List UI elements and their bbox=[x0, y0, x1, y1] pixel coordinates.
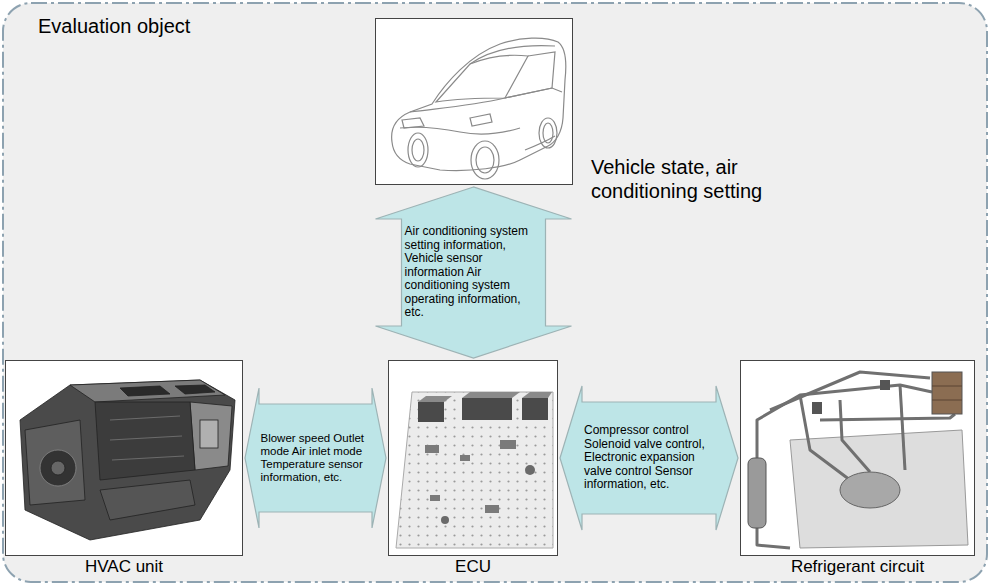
pcb-illustration bbox=[460, 455, 470, 461]
refrigerant-illustration bbox=[932, 386, 962, 387]
hvac-illustration bbox=[200, 420, 218, 448]
car-illustration bbox=[470, 114, 492, 126]
box-ground bbox=[5, 360, 243, 556]
pcb-illustration bbox=[485, 505, 499, 513]
pcb-illustration bbox=[522, 392, 552, 398]
refrigerant-illustration bbox=[790, 430, 968, 548]
pcb-illustration bbox=[425, 445, 439, 453]
refrigerant-illustration bbox=[932, 372, 962, 414]
refrigerant-illustration bbox=[757, 372, 955, 548]
pcb-illustration bbox=[430, 495, 440, 501]
ecu-box: ECU bbox=[388, 360, 558, 556]
refrigerant-box: Refrigerant circuit bbox=[740, 360, 975, 556]
box-ground bbox=[5, 18, 975, 556]
signal-list: Air conditioning system setting informat… bbox=[404, 225, 544, 320]
box-ground bbox=[375, 18, 573, 185]
refrigerant-illustration bbox=[932, 400, 962, 401]
pcb-illustration bbox=[525, 465, 535, 475]
frame-heading: Evaluation object bbox=[38, 14, 190, 38]
car-illustration bbox=[476, 147, 494, 173]
car-illustration bbox=[471, 141, 499, 179]
refrigerant-illustration bbox=[840, 400, 870, 472]
hvac-illustration bbox=[51, 461, 65, 475]
hvac-illustration bbox=[112, 456, 184, 460]
pcb-illustration bbox=[396, 392, 553, 548]
signal-list: Compressor control Solenoid valve contro… bbox=[583, 424, 715, 492]
pcb-illustration bbox=[418, 402, 444, 422]
double-block-arrow bbox=[245, 388, 386, 528]
hvac-illustration bbox=[95, 402, 195, 480]
refrigerant-illustration bbox=[900, 385, 905, 470]
car-illustration bbox=[505, 52, 555, 98]
hvac-illustration bbox=[70, 380, 225, 402]
car-illustration bbox=[402, 118, 424, 128]
pcb-illustration bbox=[441, 516, 449, 524]
double-block-arrow bbox=[560, 386, 738, 530]
pcb-illustration bbox=[462, 392, 520, 398]
hvac-illustration bbox=[110, 416, 180, 420]
box-ground bbox=[740, 360, 975, 556]
refrigerant-illustration bbox=[757, 385, 932, 458]
hvac-illustration bbox=[20, 380, 235, 540]
box-caption: Refrigerant circuit bbox=[741, 557, 974, 577]
box-caption: ECU bbox=[389, 557, 557, 577]
double-block-arrow bbox=[376, 187, 572, 358]
vehicle-caption: Vehicle state, air conditioning setting bbox=[591, 155, 841, 203]
pcb-illustration bbox=[522, 398, 548, 420]
vehicle-box: Vehicle state, air conditioning setting bbox=[375, 18, 573, 185]
hvac-illustration bbox=[100, 480, 195, 520]
refrigerant-illustration bbox=[770, 372, 930, 410]
car-illustration bbox=[505, 88, 562, 98]
pcb-illustration bbox=[396, 392, 553, 548]
car-illustration bbox=[525, 136, 555, 150]
hvac-illustration bbox=[25, 420, 85, 505]
pcb-illustration bbox=[462, 398, 512, 420]
box-ground bbox=[388, 360, 558, 556]
pcb-illustration bbox=[418, 396, 452, 402]
hvac-illustration bbox=[20, 380, 235, 540]
pcb-illustration bbox=[396, 392, 553, 548]
signal-list: Blower speed Outlet mode Air inlet mode … bbox=[260, 432, 372, 484]
frame-outline bbox=[3, 3, 987, 582]
pcb-illustration bbox=[500, 440, 516, 449]
refrigerant-illustration bbox=[840, 472, 900, 508]
box-caption: HVAC unit bbox=[6, 557, 242, 577]
refrigerant-illustration bbox=[880, 380, 890, 390]
car-illustration bbox=[392, 38, 566, 179]
car-illustration bbox=[410, 98, 505, 112]
hvac-illustration bbox=[175, 385, 215, 394]
refrigerant-illustration bbox=[812, 402, 822, 414]
hvac-box: HVAC unit bbox=[5, 360, 243, 556]
refrigerant-illustration bbox=[748, 458, 766, 528]
hvac-illustration bbox=[40, 450, 76, 486]
refrigerant-illustration bbox=[757, 528, 790, 548]
hvac-illustration bbox=[190, 402, 232, 470]
car-illustration bbox=[470, 46, 555, 64]
refrigerant-illustration bbox=[748, 372, 968, 548]
car-illustration bbox=[412, 139, 424, 161]
car-illustration bbox=[436, 55, 528, 102]
car-illustration bbox=[408, 133, 428, 167]
hvac-illustration bbox=[110, 436, 182, 440]
hvac-illustration bbox=[120, 386, 170, 396]
